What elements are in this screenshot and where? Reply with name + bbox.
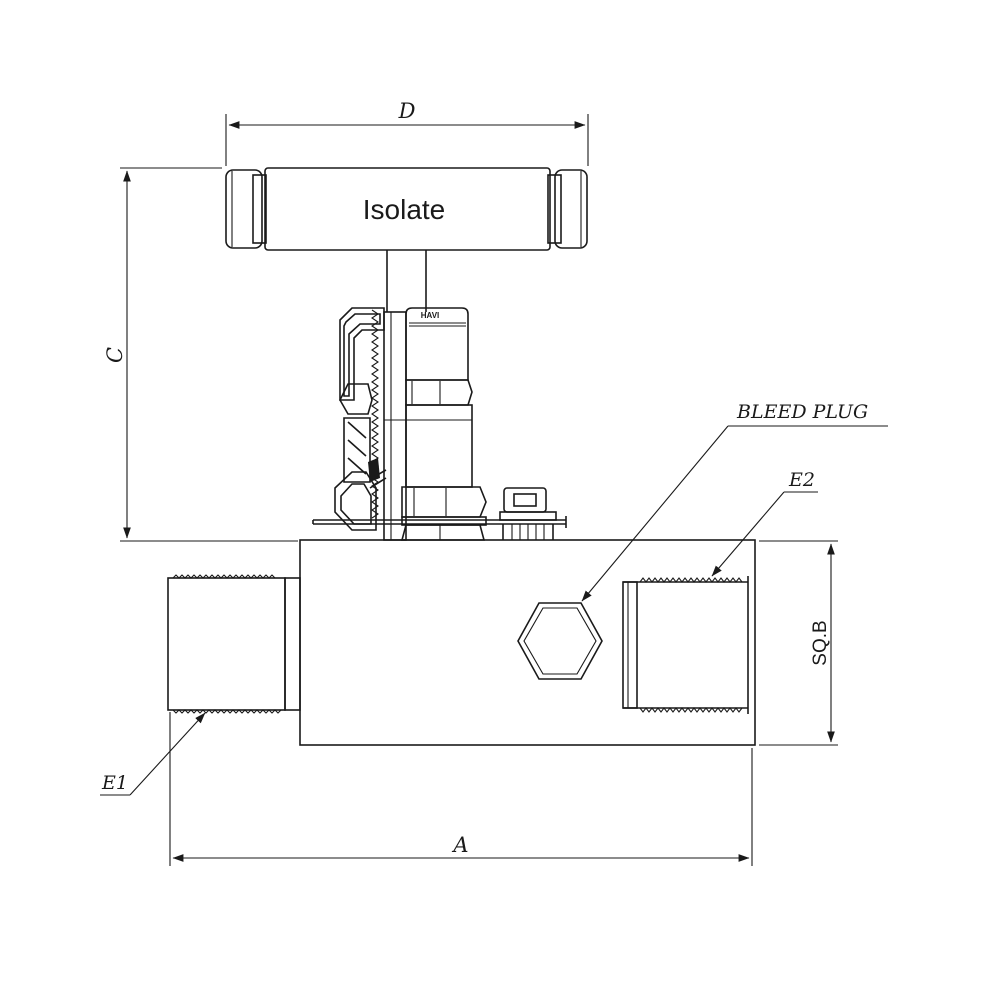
dimension-a: A <box>169 712 753 866</box>
bonnet-assembly: HAVI <box>312 307 567 541</box>
dimension-d: D <box>225 99 589 166</box>
e1-label: E1 <box>101 772 128 794</box>
callout-e2: E2 <box>711 469 818 577</box>
left-port-e1 <box>167 574 301 714</box>
bleed-plug-label: BLEED PLUG <box>736 401 868 423</box>
handle-label: Isolate <box>363 194 446 225</box>
right-port-e2 <box>622 576 749 714</box>
bonnet-brand-stamp: HAVI <box>421 311 440 320</box>
callout-bleed-plug: BLEED PLUG <box>581 401 888 602</box>
lock-screw <box>499 487 557 540</box>
t-handle: Isolate <box>225 167 588 251</box>
dimension-d-label: D <box>398 99 416 123</box>
callout-e1: E1 <box>100 712 206 796</box>
valve-body <box>299 539 756 746</box>
bleed-plug <box>517 602 603 680</box>
stem <box>386 250 427 312</box>
dimension-c-label: C <box>103 347 127 363</box>
dimension-c: C <box>103 167 298 542</box>
dimension-a-label: A <box>451 833 468 857</box>
dimension-sq-b-label: SQ.B <box>810 620 831 665</box>
e2-label: E2 <box>788 469 815 491</box>
dimension-sq-b: SQ.B <box>759 540 838 746</box>
